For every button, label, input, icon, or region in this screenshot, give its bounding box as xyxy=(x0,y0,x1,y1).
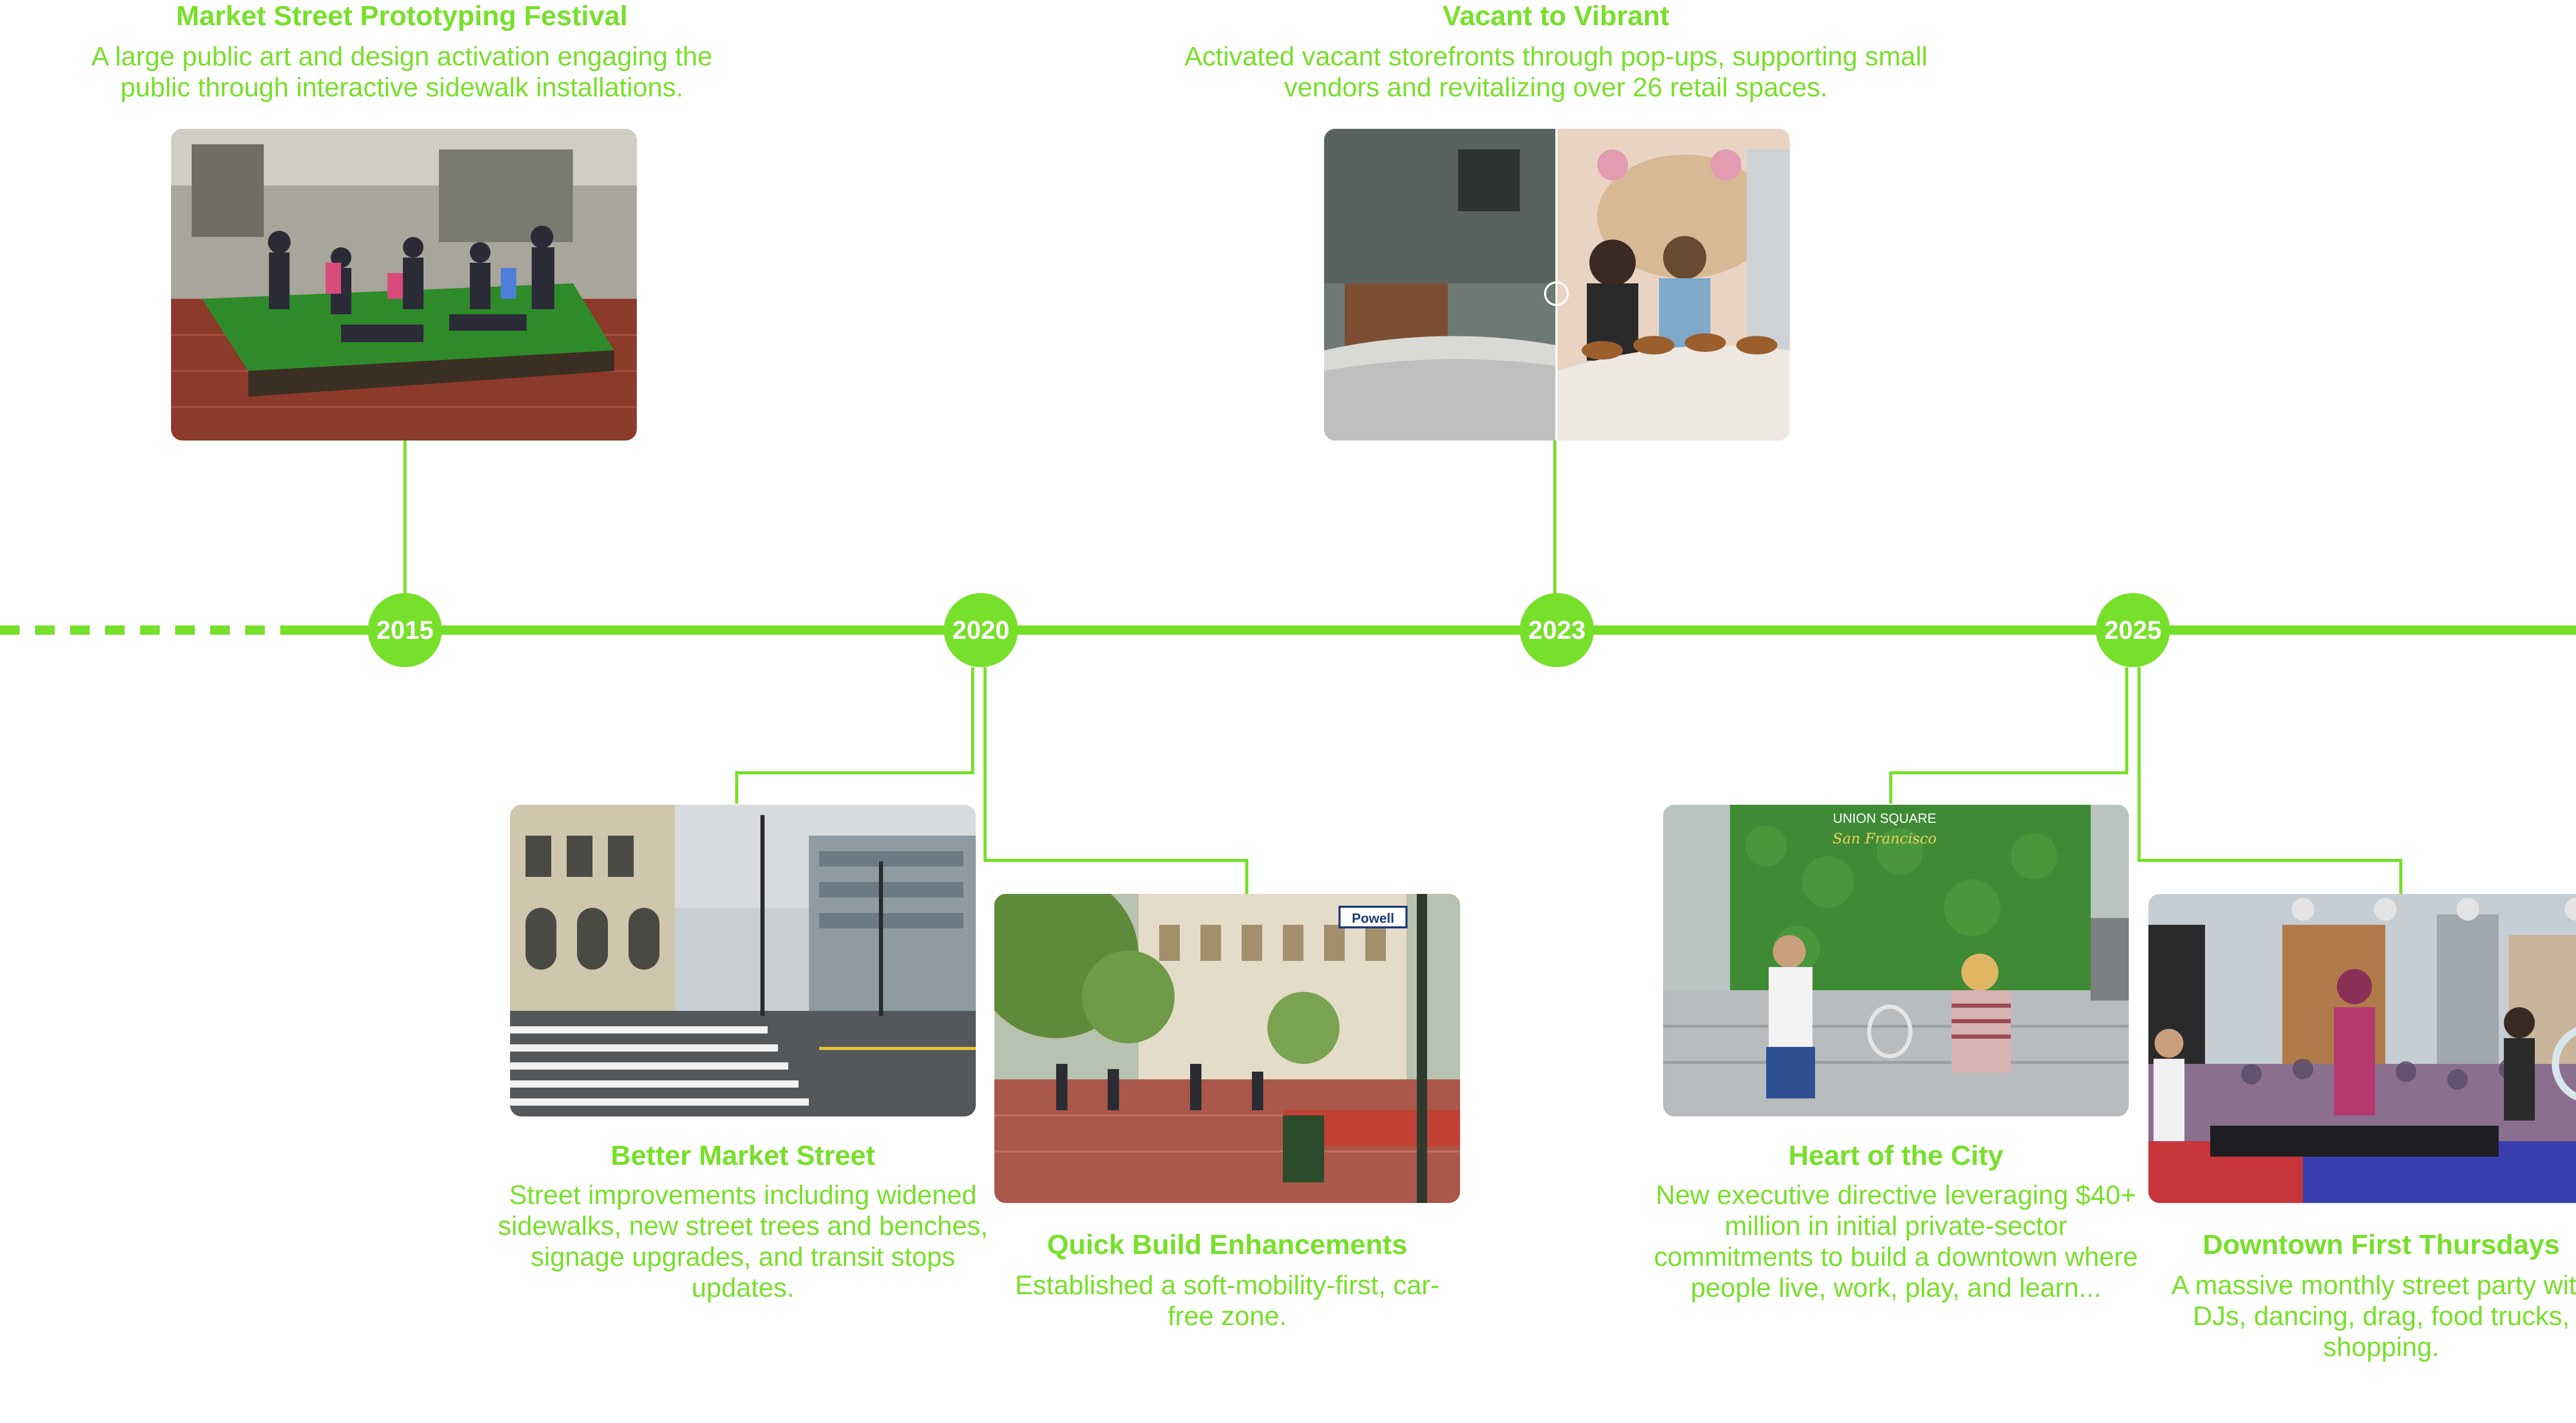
year-label-2015: 2015 xyxy=(376,616,434,645)
vacant-description: Activated vacant storefronts through pop… xyxy=(1184,42,1928,103)
year-circle-2025 xyxy=(2096,593,2170,667)
heart-city-description: New executive directive leveraging $40+ … xyxy=(1654,1180,2138,1303)
thursdays-description: A massive monthly street party with DJs,… xyxy=(2171,1270,2576,1362)
vacant-title: Vacant to Vibrant xyxy=(1442,1,1670,31)
year-circle-2020 xyxy=(944,593,1018,667)
thursdays-photo xyxy=(2148,894,2576,1203)
festival-description: A large public art and design activation… xyxy=(91,42,713,103)
year-label-2020: 2020 xyxy=(952,616,1010,645)
connector-2020-quick-build xyxy=(984,667,1248,894)
year-label-2025: 2025 xyxy=(2104,616,2162,645)
quick-build-title: Quick Build Enhancements xyxy=(1047,1229,1408,1260)
better-market-description: Street improvements including widened si… xyxy=(498,1180,988,1303)
better-market-title: Better Market Street xyxy=(611,1140,875,1171)
connector-2025-heart xyxy=(1889,667,2128,804)
union-square-sign-line1: UNION SQUARE xyxy=(1833,810,1937,826)
union-square-sign-line2: San Francisco xyxy=(1833,830,1937,847)
thursdays-title: Downtown First Thursdays xyxy=(2202,1229,2560,1260)
heart-city-title: Heart of the City xyxy=(1788,1140,2004,1171)
street-sign-text: Powell xyxy=(1352,910,1394,926)
festival-photo xyxy=(171,129,637,441)
connector-2020-better-market xyxy=(735,667,974,804)
festival-title: Market Street Prototyping Festival xyxy=(176,1,628,31)
year-label-2023: 2023 xyxy=(1528,616,1586,645)
year-circle-2015 xyxy=(368,593,442,667)
vacant-photo xyxy=(1324,129,1790,441)
quick-build-description: Established a soft-mobility-first, car-f… xyxy=(1015,1270,1439,1331)
quick-build-photo: Powell xyxy=(994,894,1460,1203)
year-circle-2023 xyxy=(1520,593,1594,667)
connector-2025-thursdays xyxy=(2138,667,2402,894)
better-market-photo xyxy=(510,805,976,1116)
heart-city-photo: UNION SQUARE San Francisco xyxy=(1663,805,2129,1116)
